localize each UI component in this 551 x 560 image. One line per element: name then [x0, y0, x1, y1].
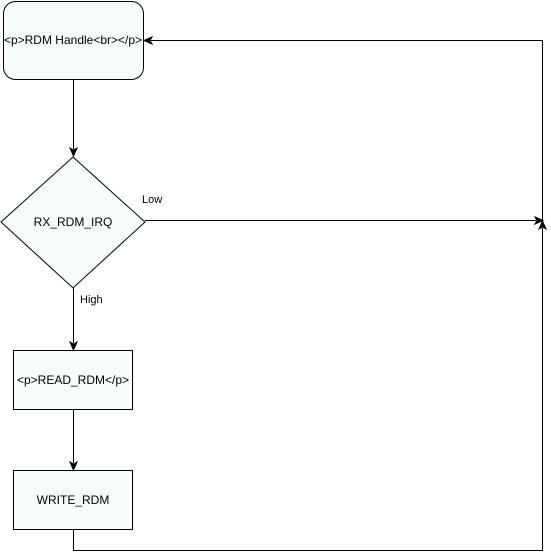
edge-write-to-return — [73, 219, 548, 551]
read-rdm-box — [13, 350, 133, 410]
write-rdm-label: WRITE_RDM — [37, 493, 110, 507]
rdm-handle-label: <p>RDM Handle<br></p> — [4, 33, 142, 47]
edge-irq-low-to-return: Low — [142, 194, 545, 226]
read-rdm-label: <p>READ_RDM</p> — [17, 373, 129, 387]
edge-return-to-handle — [142, 35, 543, 221]
arrowhead-icon — [142, 35, 154, 46]
edge-irq-high-to-read: High — [68, 288, 103, 352]
arrowhead-icon — [537, 219, 548, 231]
rdm-handle-node: <p>RDM Handle<br></p> — [3, 1, 144, 80]
high-edge-label: High — [80, 294, 103, 306]
rx-rdm-irq-node: RX_RDM_IRQ — [0, 156, 146, 289]
low-edge-label: Low — [142, 194, 162, 206]
arrowhead-icon — [68, 460, 79, 472]
edge-handle-to-irq — [68, 80, 79, 158]
write-rdm-node: WRITE_RDM — [13, 470, 133, 530]
rx-rdm-irq-label: RX_RDM_IRQ — [34, 215, 113, 229]
arrowhead-icon — [533, 215, 545, 226]
arrowhead-icon — [68, 340, 79, 352]
read-rdm-node: <p>READ_RDM</p> — [13, 350, 133, 410]
arrowhead-icon — [68, 146, 79, 158]
write-rdm-box — [13, 470, 133, 530]
edge-read-to-write — [68, 410, 79, 472]
